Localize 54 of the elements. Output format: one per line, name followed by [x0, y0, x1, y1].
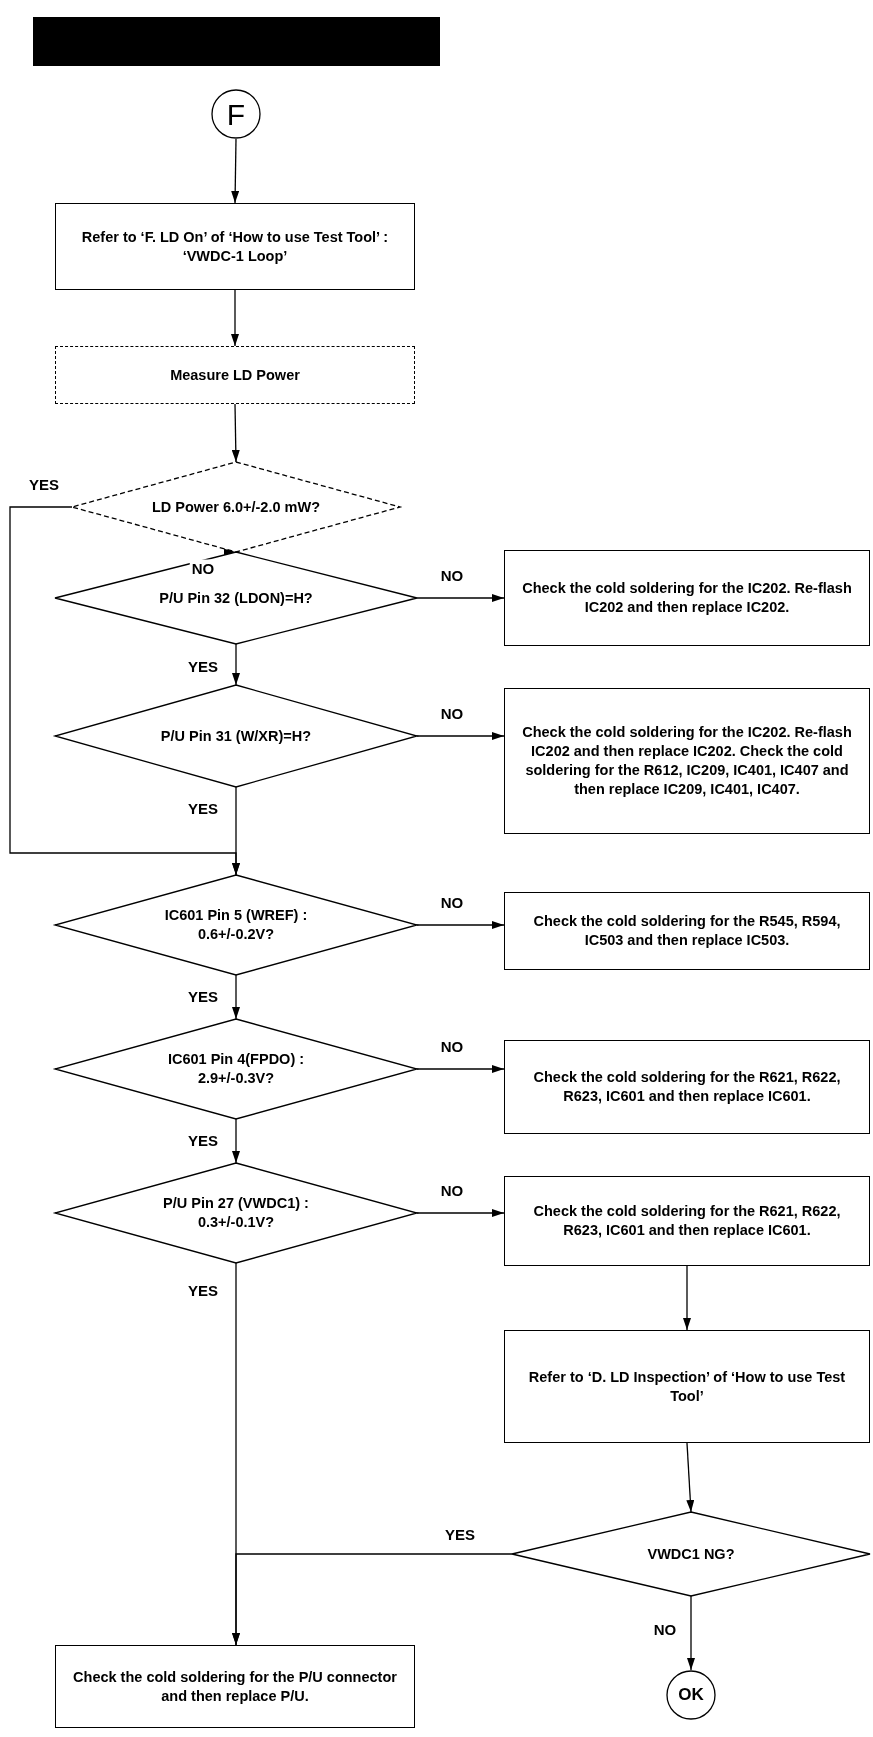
arrow: [232, 1118, 240, 1164]
step-text: Check the cold soldering for the P/U connector and then replace P/U.: [72, 1667, 398, 1706]
process-box: [504, 892, 870, 970]
step-text: LD Power 6.0+/-2.0 mW?: [152, 497, 320, 517]
arrow: [232, 974, 240, 1020]
process-box: [55, 346, 415, 404]
step-text: Refer to ‘F. LD On’ of ‘How to use Test Tool’ : ‘VWDC-1 Loop’: [80, 227, 390, 266]
arrow: [416, 1209, 505, 1217]
decision-diamond: [55, 685, 417, 787]
step-text: IC601 Pin 4(FPDO) : 2.9+/-0.3V?: [166, 1050, 306, 1088]
step-text: Check the cold soldering for the R621, R622, R623, IC601 and then replace IC601.: [532, 1068, 842, 1106]
connector-circle: [211, 89, 261, 139]
decision-diamond: [72, 462, 400, 552]
process-box: [504, 1176, 870, 1266]
arrow: [231, 403, 240, 463]
step-text: P/U Pin 31 (W/XR)=H?: [160, 726, 312, 746]
arrow: [686, 1442, 695, 1513]
step-text: Check the cold soldering for the IC202. Re-flash IC202 and then replace IC202. Check the cold soldering for the R612, IC209, IC401, IC407 and then replace IC209, IC401, IC407.: [521, 723, 853, 799]
step-text: Check the cold soldering for the R545, R594, IC503 and then replace IC503.: [532, 912, 842, 950]
process-box: [504, 688, 870, 834]
arrow: [416, 1065, 505, 1073]
arrow: [683, 1265, 691, 1331]
decision-diamond: [55, 1019, 417, 1119]
decision-diamond: [55, 875, 417, 975]
step-text: Refer to ‘D. LD Inspection’ of ‘How to use Test Tool’: [527, 1367, 847, 1406]
process-box: [55, 1645, 415, 1728]
step-text: IC601 Pin 5 (WREF) : 0.6+/-0.2V?: [163, 906, 309, 944]
arrow: [416, 921, 505, 929]
arrow: [232, 786, 240, 876]
arrow: [231, 289, 239, 347]
process-box: [504, 1330, 870, 1443]
step-text: Check the cold soldering for the R621, R622, R623, IC601 and then replace IC601.: [532, 1202, 842, 1240]
connector-label: F: [226, 96, 246, 133]
arrow: [231, 138, 240, 204]
arrow: [232, 1553, 513, 1646]
step-text: Measure LD Power: [170, 365, 300, 385]
connector-circle: [666, 1670, 716, 1720]
step-text: P/U Pin 32 (LDON)=H?: [159, 588, 313, 608]
arrow: [224, 548, 237, 555]
step-text: Check the cold soldering for the IC202. Re-flash IC202 and then replace IC202.: [521, 579, 853, 617]
connector-label: OK: [678, 1683, 704, 1706]
process-box: [504, 550, 870, 646]
step-text: VWDC1 NG?: [647, 1544, 735, 1564]
process-box: [55, 203, 415, 290]
arrow: [416, 594, 505, 602]
arrow: [687, 1595, 695, 1671]
decision-diamond: [55, 552, 417, 644]
decision-diamond: [55, 1163, 417, 1263]
process-box: [504, 1040, 870, 1134]
decision-diamond: [512, 1512, 870, 1596]
edge-label: NO: [189, 559, 217, 577]
arrow: [416, 732, 505, 740]
arrow: [232, 643, 240, 686]
step-text: P/U Pin 27 (VWDC1) : 0.3+/-0.1V?: [162, 1194, 310, 1232]
